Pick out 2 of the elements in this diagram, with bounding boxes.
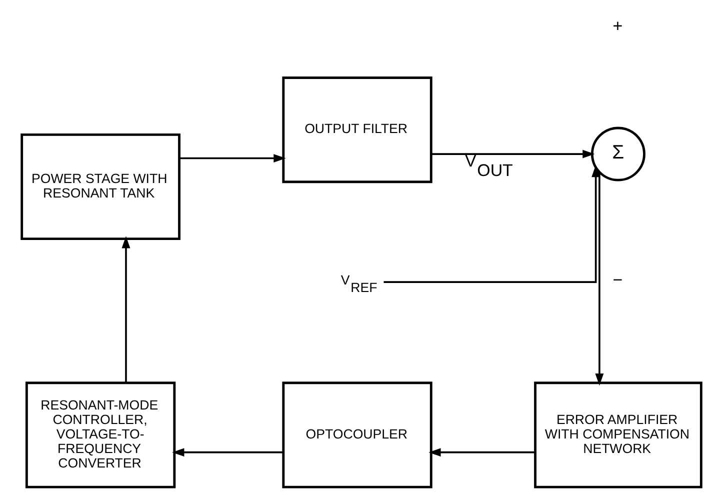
- label: +: [612, 16, 622, 36]
- label: −: [612, 270, 622, 290]
